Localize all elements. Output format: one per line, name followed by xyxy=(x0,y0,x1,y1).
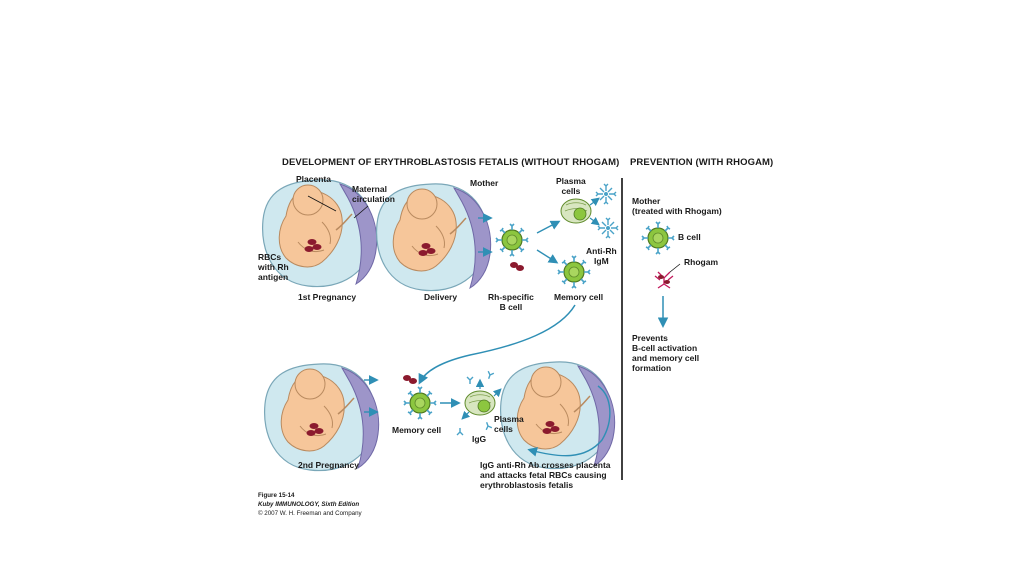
label-rhogam: Rhogam xyxy=(684,257,718,267)
memory-recall-arrow xyxy=(418,304,576,385)
label-b-cell: B cell xyxy=(678,232,701,242)
prevention-title: PREVENTION (WITH RHOGAM) xyxy=(630,157,774,168)
plasma-cell-top xyxy=(560,198,592,224)
figure-book: Kuby IMMUNOLOGY, Sixth Edition xyxy=(258,501,360,508)
label-igg-caption: IgG anti-Rh Ab crosses placenta and atta… xyxy=(480,460,611,490)
igg-crossing-arrow xyxy=(527,385,611,457)
label-mother-treated: Mother (treated with Rhogam) xyxy=(632,196,722,216)
memory-cell-bottom xyxy=(403,386,437,420)
igm-molecule-1 xyxy=(595,183,617,205)
b-cell-prevention xyxy=(641,221,675,255)
label-second-pregnancy: 2nd Pregnancy xyxy=(298,460,359,470)
arrows-from-second-pregnancy xyxy=(364,375,379,417)
igm-molecule-2 xyxy=(597,217,619,239)
label-plasma-cells-bottom: Plasma cells xyxy=(494,414,524,434)
placenta-leader xyxy=(307,195,337,212)
arrows-to-plasma-and-memory xyxy=(536,220,561,264)
rhogam-leader xyxy=(669,263,681,273)
rbc-free-top xyxy=(510,262,524,271)
label-placenta: Placenta xyxy=(296,174,331,184)
label-first-pregnancy: 1st Pregnancy xyxy=(298,292,357,302)
igm-secretion-arrows xyxy=(589,197,600,226)
label-maternal-circulation: Maternal circulation xyxy=(352,184,395,204)
figure-number: Figure 15-14 xyxy=(258,492,295,499)
rhogam-complex xyxy=(654,271,674,289)
label-memory-cell-top: Memory cell xyxy=(554,292,604,302)
label-mother: Mother xyxy=(470,178,499,188)
fetus-second-pregnancy xyxy=(263,363,380,472)
circulation-leader xyxy=(353,205,369,219)
label-delivery: Delivery xyxy=(424,292,458,302)
arrows-from-delivery xyxy=(478,213,493,257)
label-anti-rh-igm: Anti-Rh IgM xyxy=(586,246,617,266)
rbc-free-bottom xyxy=(403,375,417,384)
plasma-cell-bottom xyxy=(464,390,496,416)
label-igg: IgG xyxy=(472,434,487,444)
rh-specific-b-cell xyxy=(495,223,529,257)
igg-secretion-arrows xyxy=(461,378,502,420)
label-prevents: Prevents B-cell activation and memory ce… xyxy=(632,333,700,373)
label-plasma-cells-top: Plasma cells xyxy=(556,176,586,196)
development-title: DEVELOPMENT OF ERYTHROBLASTOSIS FETALIS … xyxy=(282,157,620,168)
label-rbcs: RBCs with Rh antigen xyxy=(258,252,289,282)
label-rh-specific-b-cell: Rh-specific B cell xyxy=(488,292,534,312)
figure-copyright: © 2007 W. H. Freeman and Company xyxy=(258,510,362,517)
label-memory-cell-bottom: Memory cell xyxy=(392,425,442,435)
